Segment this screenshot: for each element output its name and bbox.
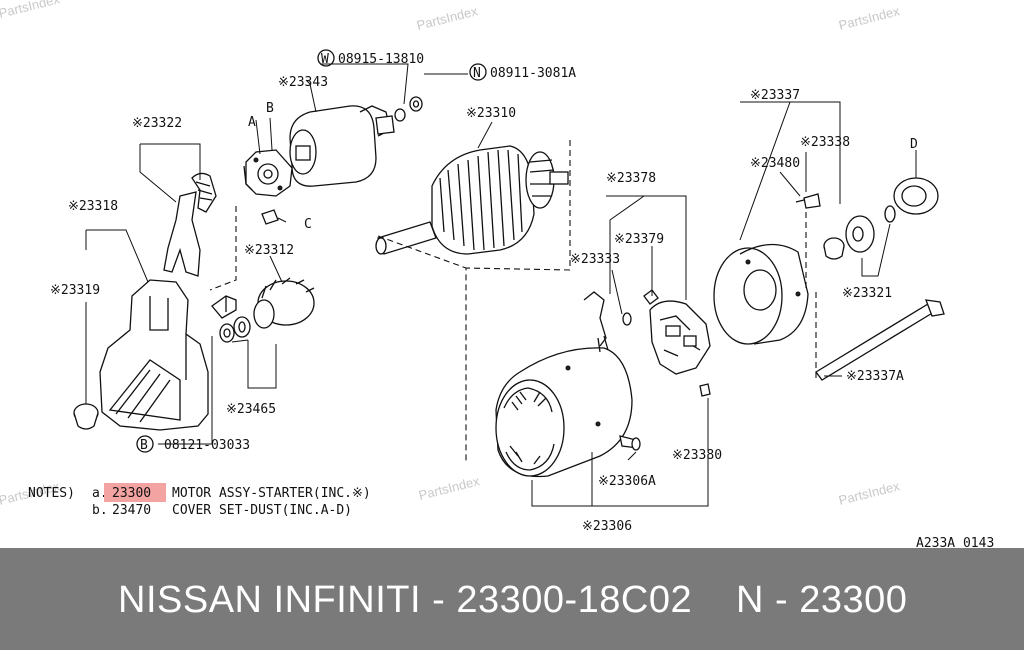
rear-cover-part[interactable] xyxy=(713,243,809,345)
notes-line1-text: MOTOR ASSY-STARTER(INC.※) xyxy=(172,486,371,501)
part-label-23306a[interactable]: ※23306A xyxy=(598,474,656,489)
assembly-outline xyxy=(209,206,237,291)
watermark: PartsIndex xyxy=(417,473,481,503)
part-label-23319[interactable]: ※23319 xyxy=(50,283,100,298)
armature-part[interactable] xyxy=(375,145,569,255)
dust-cap-d-part[interactable] xyxy=(893,177,939,215)
pinion-gear-part[interactable] xyxy=(211,277,315,329)
circle-w-marker xyxy=(317,49,335,67)
part-label-08915-13810[interactable]: 08915-13810 xyxy=(338,52,424,67)
part-label-23343[interactable]: ※23343 xyxy=(278,75,328,90)
notes-prefix: NOTES) xyxy=(28,486,75,501)
part-label-23337a[interactable]: ※23337A xyxy=(846,369,904,384)
brush-holder-part[interactable] xyxy=(643,289,711,375)
notes-line2-text: COVER SET-DUST(INC.A-D) xyxy=(172,503,352,518)
notes-line2-code[interactable]: 23470 xyxy=(112,503,151,518)
part-label-23338[interactable]: ※23338 xyxy=(800,135,850,150)
watermark: PartsIndex xyxy=(0,0,62,21)
watermark: PartsIndex xyxy=(837,3,901,33)
part-label-23318[interactable]: ※23318 xyxy=(68,199,118,214)
part-label-23480[interactable]: ※23480 xyxy=(750,156,800,171)
screw-part[interactable] xyxy=(795,193,821,209)
washer-set-part[interactable] xyxy=(219,316,251,343)
circle-n-marker xyxy=(469,63,487,81)
assembly-outline xyxy=(377,140,571,462)
watermark: PartsIndex xyxy=(415,3,479,33)
banner-part-number: N - 23300 xyxy=(736,579,908,621)
part-label-23312[interactable]: ※23312 xyxy=(244,243,294,258)
assembly-outline xyxy=(805,212,817,380)
notes-line1-marker: a. xyxy=(92,486,108,501)
part-label-23333[interactable]: ※23333 xyxy=(570,252,620,267)
part-label-23321[interactable]: ※23321 xyxy=(842,286,892,301)
circle-b-marker xyxy=(136,435,154,453)
part-label-23378[interactable]: ※23378 xyxy=(606,171,656,186)
notes-line2-marker: b. xyxy=(92,503,108,518)
gear-case-part[interactable] xyxy=(73,279,209,431)
part-label-23322[interactable]: ※23322 xyxy=(132,116,182,131)
letter-label-b: B xyxy=(266,101,274,116)
bushing-part[interactable] xyxy=(823,205,896,260)
notes-line1-code[interactable]: 23300 xyxy=(112,486,151,501)
shift-lever-part[interactable] xyxy=(163,172,217,277)
part-label-08911-3081a[interactable]: 08911-3081A xyxy=(490,66,576,81)
part-label-23380[interactable]: ※23380 xyxy=(672,448,722,463)
part-label-08121-03033[interactable]: 08121-03033 xyxy=(164,438,250,453)
watermark: PartsIndex xyxy=(837,478,901,508)
letter-label-d: D xyxy=(910,137,918,152)
through-bolt-part[interactable] xyxy=(815,299,945,381)
screw-part[interactable] xyxy=(619,435,641,451)
circle-b-letter: B xyxy=(140,438,148,453)
solenoid-part[interactable] xyxy=(289,96,423,187)
part-label-23306[interactable]: ※23306 xyxy=(582,519,632,534)
cover-plate-part[interactable] xyxy=(243,149,293,197)
title-banner: NISSAN INFINITI - 23300-18C02 N - 23300 xyxy=(0,548,1024,650)
part-label-23465[interactable]: ※23465 xyxy=(226,402,276,417)
part-label-23337[interactable]: ※23337 xyxy=(750,88,800,103)
letter-label-c: C xyxy=(304,217,312,232)
circle-n-letter: N xyxy=(473,66,481,81)
banner-part-title: NISSAN INFINITI - 23300-18C02 xyxy=(118,579,693,621)
exploded-parts-diagram: PartsIndex PartsIndex PartsIndex PartsIn… xyxy=(0,0,995,548)
dust-cover-c-part[interactable] xyxy=(261,209,279,225)
part-label-23379[interactable]: ※23379 xyxy=(614,232,664,247)
letter-label-a: A xyxy=(248,115,256,130)
notes-highlight xyxy=(104,483,166,502)
circle-w-letter: W xyxy=(321,52,329,67)
brush-spring-part[interactable] xyxy=(583,291,632,347)
part-label-23310[interactable]: ※23310 xyxy=(466,106,516,121)
yoke-field-coil-part[interactable] xyxy=(495,335,633,478)
brush-part[interactable] xyxy=(699,383,711,397)
leader-lines xyxy=(85,63,917,507)
diagram-id: A233A 0143 xyxy=(916,536,994,548)
